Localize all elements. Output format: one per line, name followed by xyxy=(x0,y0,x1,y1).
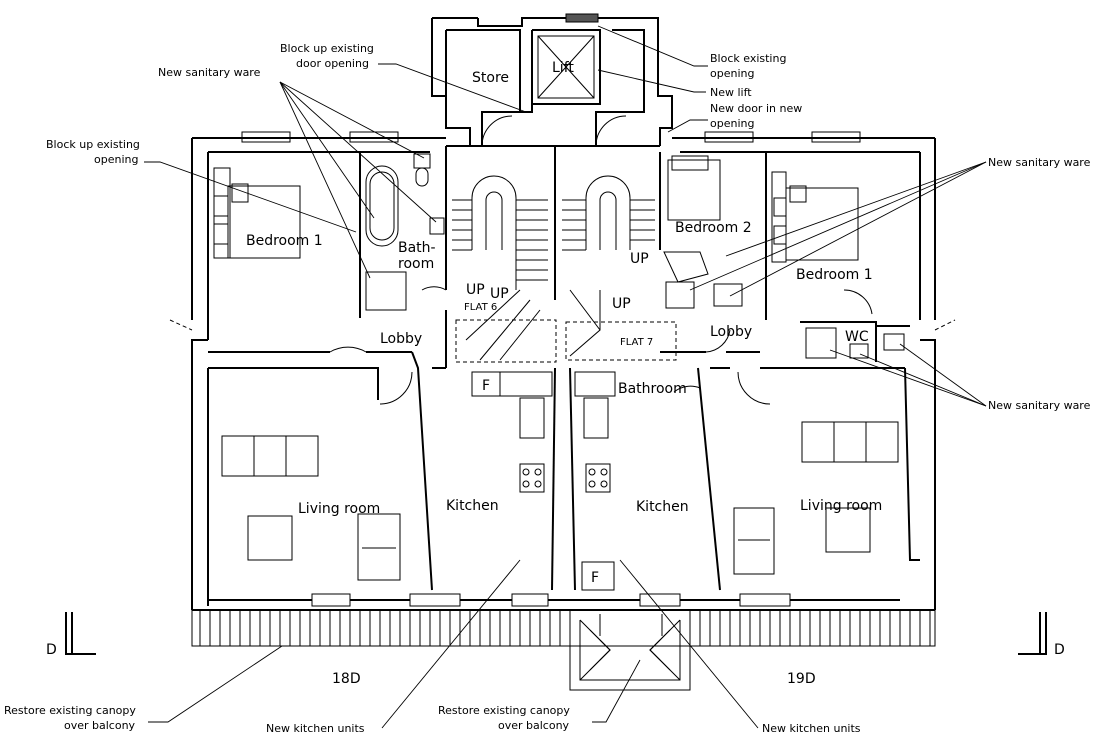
bed-left xyxy=(227,185,301,259)
armchair-left xyxy=(357,513,401,581)
note-new-door-1: New door in new xyxy=(710,102,802,115)
label-bedroom1-right: Bedroom 1 xyxy=(796,267,873,283)
note-restore-canopy-center-2: over balcony xyxy=(498,719,570,732)
annotation-labels: New sanitary ware Block up existing door… xyxy=(4,42,1091,735)
hob-left xyxy=(519,463,545,493)
label-fridge-left: F xyxy=(482,378,490,394)
note-block-existing-2: opening xyxy=(710,67,754,80)
section-marker-left xyxy=(65,612,96,655)
label-up-4: UP xyxy=(612,296,631,312)
label-flat7: FLAT 7 xyxy=(620,337,653,348)
doors xyxy=(329,115,873,405)
label-up-1: UP xyxy=(466,282,485,298)
label-up-3: UP xyxy=(630,251,649,267)
room-labels: Store Lift Bedroom 1 Bath- room Lobby Li… xyxy=(246,60,882,586)
bed-right xyxy=(785,187,859,261)
note-block-up-door-1: Block up existing xyxy=(280,42,374,55)
leader-lines xyxy=(144,25,987,729)
label-living-right: Living room xyxy=(800,498,882,514)
dashed-lines xyxy=(169,138,956,331)
label-store: Store xyxy=(472,70,509,86)
label-lobby-left: Lobby xyxy=(380,331,422,347)
tower-walls xyxy=(431,13,673,146)
balcony-canopies xyxy=(191,609,936,691)
label-kitchen-left: Kitchen xyxy=(446,498,499,514)
note-new-sanitary-top-left: New sanitary ware xyxy=(158,66,261,79)
stair-right xyxy=(562,175,677,361)
note-restore-canopy-left-1: Restore existing canopy xyxy=(4,704,136,717)
note-restore-canopy-center-1: Restore existing canopy xyxy=(438,704,570,717)
stair-labels: UP UP UP UP FLAT 6 FLAT 7 xyxy=(464,251,653,348)
sofa-left xyxy=(221,435,319,477)
label-section-d-left: D xyxy=(46,642,57,658)
outer-walls xyxy=(191,137,936,611)
note-new-kitchen-right: New kitchen units xyxy=(762,722,861,735)
label-bathroom-left-1: Bath- xyxy=(398,240,436,256)
label-section-d-right: D xyxy=(1054,642,1065,658)
label-flat-19d: 19D xyxy=(787,671,816,687)
label-fridge-right: F xyxy=(591,570,599,586)
table-left xyxy=(247,515,293,561)
note-new-sanitary-right-bottom: New sanitary ware xyxy=(988,399,1091,412)
sink-left xyxy=(519,397,545,439)
hob-right xyxy=(585,463,611,493)
note-block-up-door-2: door opening xyxy=(296,57,369,70)
note-restore-canopy-left-2: over balcony xyxy=(64,719,136,732)
flat-labels: 18D 19D D D xyxy=(46,642,1065,687)
note-new-kitchen-left: New kitchen units xyxy=(266,722,365,735)
bed-bedroom2 xyxy=(667,159,721,221)
label-bathroom-right: Bathroom xyxy=(618,381,687,397)
note-block-up-opening-2: opening xyxy=(94,153,138,166)
section-marker-right xyxy=(1018,612,1047,655)
label-bedroom1-left: Bedroom 1 xyxy=(246,233,323,249)
label-flat-18d: 18D xyxy=(332,671,361,687)
label-lift: Lift xyxy=(552,60,574,76)
stair-left xyxy=(452,175,557,363)
sofa-right xyxy=(801,421,899,463)
note-new-lift: New lift xyxy=(710,86,752,99)
label-living-left: Living room xyxy=(298,501,380,517)
bathtub xyxy=(365,165,399,247)
fixtures xyxy=(213,153,905,591)
note-block-existing-1: Block existing xyxy=(710,52,786,65)
lift-shaft xyxy=(537,35,595,99)
shower xyxy=(365,271,407,311)
armchair-right xyxy=(733,507,775,575)
label-kitchen-right: Kitchen xyxy=(636,499,689,515)
table-right xyxy=(825,507,871,553)
note-block-up-opening-1: Block up existing xyxy=(46,138,140,151)
sink-right xyxy=(583,397,609,439)
label-flat6: FLAT 6 xyxy=(464,302,497,313)
label-up-2: UP xyxy=(490,286,509,302)
label-lobby-right: Lobby xyxy=(710,324,752,340)
interior-walls xyxy=(208,145,910,591)
label-wc: WC xyxy=(845,329,869,345)
note-new-sanitary-right-top: New sanitary ware xyxy=(988,156,1091,169)
label-bedroom2: Bedroom 2 xyxy=(675,220,752,236)
label-bathroom-left-2: room xyxy=(398,256,434,272)
note-new-door-2: opening xyxy=(710,117,754,130)
